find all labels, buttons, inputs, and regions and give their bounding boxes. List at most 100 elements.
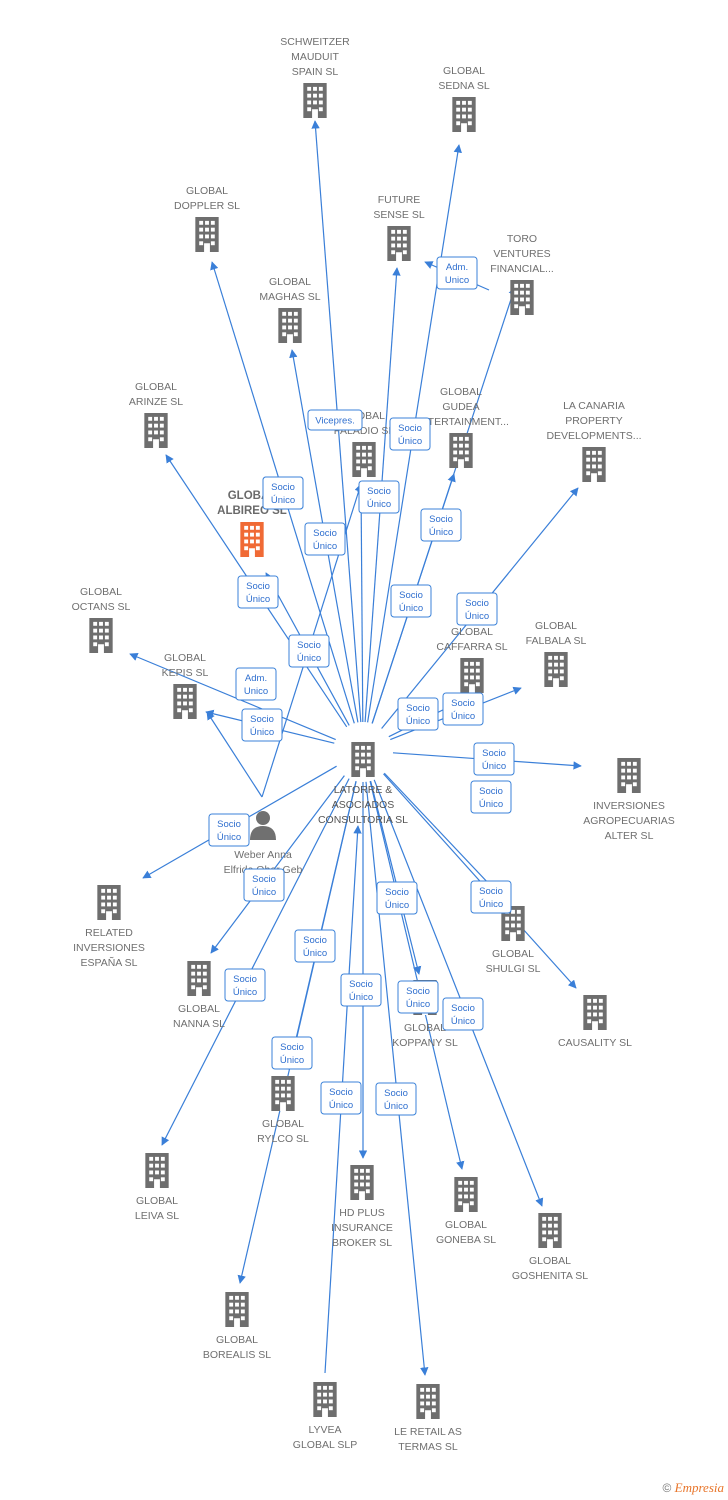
relation-box	[436, 256, 478, 290]
relation-box	[420, 508, 462, 542]
relation-label-weber-paladio[interactable]: Vicepres.	[307, 409, 363, 431]
relation-box	[262, 476, 304, 510]
node-label: NANNA SL	[173, 1018, 225, 1030]
relation-box	[237, 575, 279, 609]
relation-text: Único	[329, 1100, 353, 1111]
relation-text: Único	[349, 992, 373, 1003]
relation-text: Único	[479, 799, 503, 810]
relation-text: Socio	[250, 714, 274, 725]
building-icon	[173, 684, 197, 719]
node-gudea[interactable]: GLOBALGUDEAENTERTAINMENT...	[413, 386, 509, 468]
building-icon	[350, 1165, 374, 1200]
node-toro[interactable]: TOROVENTURESFINANCIAL...	[490, 233, 554, 315]
node-label: SHULGI SL	[486, 963, 541, 975]
relation-label-weber-kepis[interactable]: Adm. Unico	[235, 667, 277, 701]
node-label: INSURANCE	[331, 1222, 393, 1234]
building-icon	[452, 97, 476, 132]
building-icon	[510, 280, 534, 315]
relation-box	[241, 708, 283, 742]
relation-text: Adm.	[245, 673, 267, 684]
node-label: BOREALIS SL	[203, 1349, 271, 1361]
node-label: CAFFARRA SL	[436, 641, 507, 653]
relation-label-toro-future[interactable]: Adm.Unico	[436, 256, 478, 290]
building-icon	[544, 652, 568, 687]
relation-text: Socio	[313, 528, 337, 539]
building-icon	[89, 618, 113, 653]
building-icon	[538, 1213, 562, 1248]
relation-box	[389, 417, 431, 451]
node-label: HD PLUS	[339, 1207, 385, 1219]
building-icon	[351, 742, 375, 777]
node-label: LYVEA	[308, 1424, 341, 1436]
node-label: GONEBA SL	[436, 1234, 496, 1246]
node-causality[interactable]: CAUSALITY SL	[558, 995, 632, 1049]
edge-latorre-goneba	[369, 781, 465, 1170]
node-lacanaria[interactable]: LA CANARIAPROPERTYDEVELOPMENTS...	[546, 400, 642, 482]
relation-box	[376, 881, 418, 915]
relation-box	[375, 1082, 417, 1116]
relation-text: Único	[406, 716, 430, 727]
brand-logo: Empresia	[674, 1480, 724, 1495]
building-icon	[387, 226, 411, 261]
relation-text: Único	[465, 611, 489, 622]
relation-text: Unico	[244, 686, 268, 697]
relation-box	[320, 1081, 362, 1115]
relation-box	[358, 480, 400, 514]
relation-box	[243, 868, 285, 902]
node-label: TORO	[507, 233, 537, 245]
node-label: GLOBAL	[80, 586, 122, 598]
relation-text: Socio	[479, 786, 503, 797]
relation-box	[288, 634, 330, 668]
